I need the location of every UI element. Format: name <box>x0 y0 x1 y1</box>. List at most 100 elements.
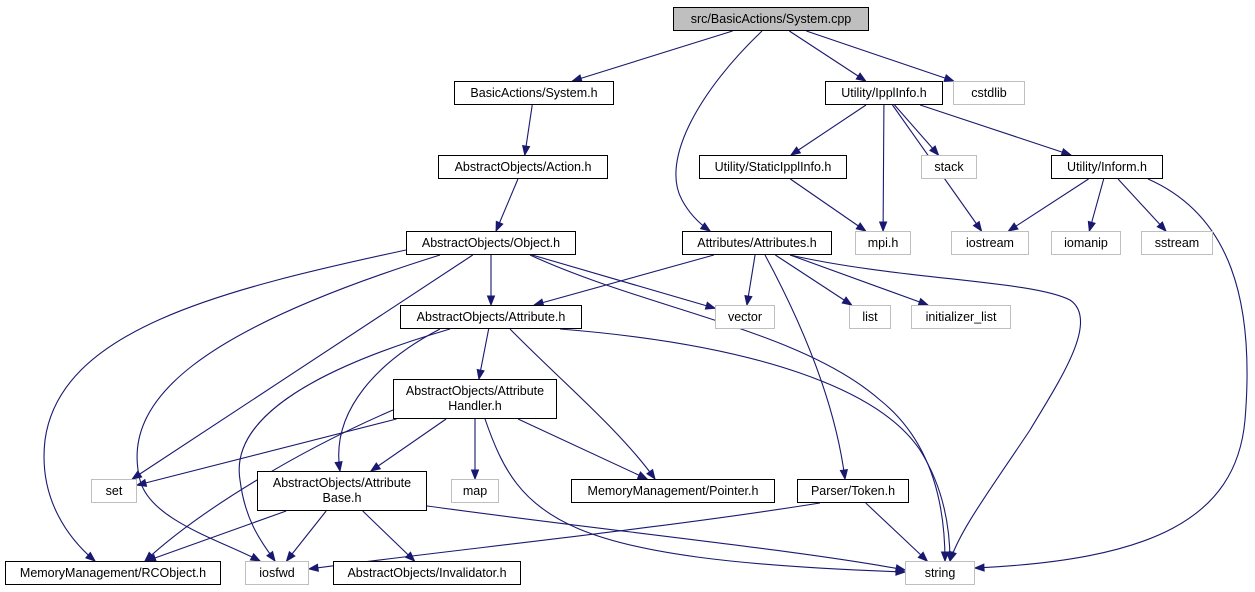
node-label: AbstractObjects/Object.h <box>421 235 561 250</box>
edge-abase-to-iosfwd-arrowhead <box>285 550 296 563</box>
edge-inform-to-string-arrowhead <box>973 563 985 572</box>
node-label: MemoryManagement/RCObject.h <box>19 565 207 580</box>
node-ippl[interactable]: Utility/IpplInfo.h <box>825 81 943 105</box>
edge-token-to-iosfwd-line <box>308 502 821 570</box>
edge-ippl-to-stack-arrowhead <box>929 145 940 157</box>
node-abase[interactable]: AbstractObjects/Attribute Base.h <box>257 471 427 511</box>
node-token[interactable]: Parser/Token.h <box>797 479 909 503</box>
node-label: AbstractObjects/Invalidator.h <box>347 565 507 580</box>
edge-ahandler-to-pointer <box>517 418 649 480</box>
node-act[interactable]: AbstractObjects/Action.h <box>438 155 608 179</box>
edge-ahandler-to-rcobj-line <box>144 409 394 562</box>
edge-ahandler-to-set-arrowhead <box>135 478 148 487</box>
edge-attrs-to-string-line <box>789 254 1082 562</box>
edge-root-to-bas <box>571 30 733 83</box>
node-string: string <box>905 561 975 585</box>
edge-bas-to-act-arrowhead <box>521 144 531 157</box>
node-label: map <box>462 483 488 498</box>
edge-ahandler-to-abase <box>369 418 447 472</box>
edge-ahandler-to-abase-line <box>370 418 447 472</box>
edge-token-to-string-line <box>865 502 928 562</box>
edge-root-to-attrs-line <box>675 30 763 232</box>
edge-attr-to-string <box>559 328 955 563</box>
edge-attr-to-abase-arrowhead <box>334 460 343 473</box>
node-label: AbstractObjects/Action.h <box>454 159 592 174</box>
node-inval[interactable]: AbstractObjects/Invalidator.h <box>333 561 521 585</box>
edge-abase-to-inval <box>362 510 416 562</box>
edge-obj-to-string <box>529 254 950 563</box>
edge-attrs-to-attr-line <box>533 254 715 306</box>
edge-attrs-to-string <box>789 254 1082 563</box>
edge-inform-to-sstream <box>1117 178 1167 233</box>
edge-token-to-iosfwd-arrowhead <box>307 563 319 572</box>
edge-ippl-to-mpi-arrowhead <box>878 221 888 233</box>
edge-inform-to-sstream-arrowhead <box>1156 221 1167 233</box>
node-pointer[interactable]: MemoryManagement/Pointer.h <box>571 479 775 503</box>
edge-root-to-attrs <box>675 30 763 232</box>
edge-attrs-to-initlist <box>789 254 930 306</box>
node-label: BasicActions/System.h <box>470 85 598 100</box>
edge-inform-to-iomanip <box>1087 178 1105 233</box>
edge-ippl-to-iostream-arrowhead <box>972 220 983 233</box>
edge-root-to-attrs-arrowhead <box>699 222 712 232</box>
node-label: mpi.h <box>867 235 899 250</box>
edge-obj-to-vector-line <box>532 254 716 309</box>
node-label: iosfwd <box>259 565 295 580</box>
edge-act-to-obj <box>495 178 519 233</box>
node-label: AbstractObjects/Attribute Base.h <box>272 476 412 505</box>
node-map: map <box>451 479 499 503</box>
node-list: list <box>849 305 891 329</box>
node-iosfwd: iosfwd <box>245 561 309 585</box>
edge-attr-to-pointer-line <box>509 328 656 480</box>
node-ahandler[interactable]: AbstractObjects/Attribute Handler.h <box>393 379 557 419</box>
node-label: cstdlib <box>971 85 1007 100</box>
edge-obj-to-iosfwd <box>136 254 441 562</box>
edge-attrs-to-vector-arrowhead <box>744 294 753 307</box>
edge-token-to-string-arrowhead <box>917 551 929 562</box>
edge-obj-to-vector-arrowhead <box>704 301 717 310</box>
node-label: string <box>924 565 956 580</box>
edge-bas-to-act <box>521 104 533 157</box>
edge-root-to-cstdlib <box>806 30 955 82</box>
edge-obj-to-string-arrowhead <box>940 551 950 563</box>
edge-ahandler-to-pointer-arrowhead <box>636 471 649 480</box>
node-sipp[interactable]: Utility/StaticIpplInfo.h <box>699 155 847 179</box>
edge-ahandler-to-set-line <box>136 418 397 486</box>
node-label: vector <box>727 309 763 324</box>
edge-obj-to-attr <box>486 255 496 307</box>
node-set: set <box>91 479 137 503</box>
node-label: stack <box>934 159 964 174</box>
edge-token-to-string <box>865 502 929 562</box>
edge-attrs-to-vector <box>744 254 756 307</box>
node-label: iomanip <box>1064 235 1108 250</box>
node-rcobj[interactable]: MemoryManagement/RCObject.h <box>5 561 221 585</box>
edge-inform-to-sstream-line <box>1117 178 1167 232</box>
edge-attrs-to-list-arrowhead <box>841 296 853 306</box>
edge-attr-to-abase <box>334 328 441 473</box>
edge-ippl-to-sipp-arrowhead <box>789 146 802 156</box>
edge-obj-to-vector <box>532 254 717 310</box>
node-attr[interactable]: AbstractObjects/Attribute.h <box>400 305 582 329</box>
edge-root-to-ippl-arrowhead <box>855 72 867 82</box>
edge-attrs-to-attr <box>532 254 715 307</box>
node-label: Utility/StaticIpplInfo.h <box>714 159 832 174</box>
edge-ippl-to-stack-line <box>894 104 939 156</box>
edge-attrs-to-token <box>764 254 849 481</box>
node-label: Attributes/Attributes.h <box>697 235 817 250</box>
edge-abase-to-rcobj <box>145 510 287 562</box>
node-obj[interactable]: AbstractObjects/Object.h <box>406 231 576 255</box>
edge-ahandler-to-pointer-line <box>517 418 648 480</box>
edge-ahandler-to-string-line <box>484 418 906 573</box>
edge-ippl-to-inform <box>919 104 1073 157</box>
node-attrs[interactable]: Attributes/Attributes.h <box>682 231 832 255</box>
node-inform[interactable]: Utility/Inform.h <box>1051 155 1163 179</box>
edge-inform-to-string <box>973 178 1248 572</box>
edge-inform-to-iostream-line <box>1008 178 1089 232</box>
edge-root-to-bas-line <box>572 30 733 82</box>
node-root[interactable]: src/BasicActions/System.cpp <box>673 7 869 31</box>
node-label: AbstractObjects/Attribute.h <box>416 309 566 324</box>
node-bas[interactable]: BasicActions/System.h <box>454 81 614 105</box>
edge-ahandler-to-map <box>470 419 480 481</box>
